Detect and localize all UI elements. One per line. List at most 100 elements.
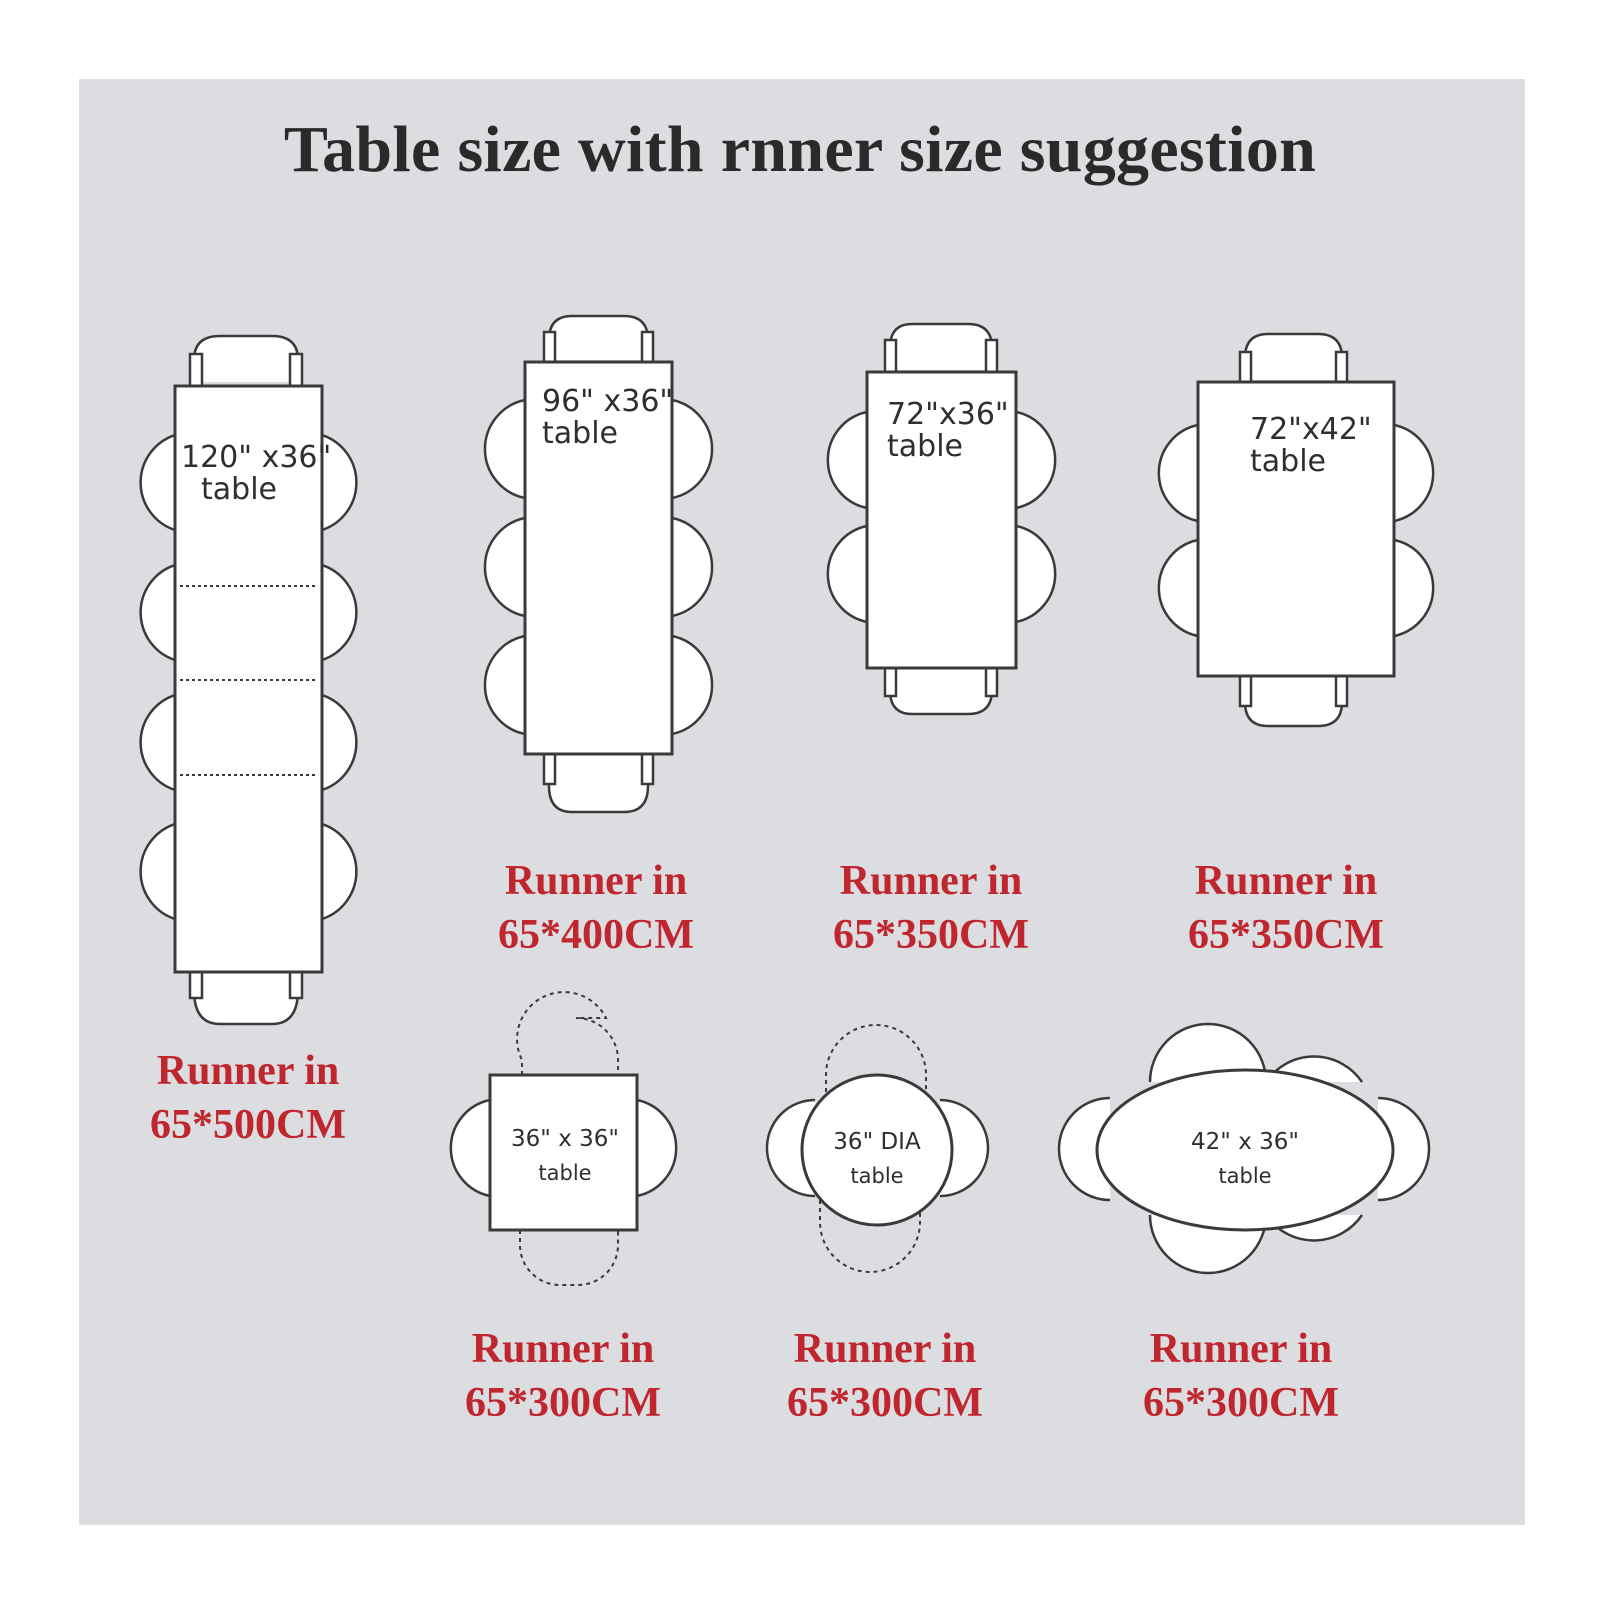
table-top bbox=[1095, 1068, 1395, 1232]
table-label-size: 36" DIA bbox=[833, 1129, 921, 1155]
chair bbox=[139, 693, 176, 792]
runner-heading: Runner in bbox=[839, 858, 1023, 904]
runner-heading: Runner in bbox=[156, 1048, 340, 1094]
chair bbox=[1393, 423, 1435, 523]
chair bbox=[1015, 524, 1057, 624]
chair-leg bbox=[883, 664, 898, 698]
chair bbox=[888, 668, 994, 716]
chair-dashed bbox=[819, 1200, 921, 1273]
table-label-word: table bbox=[850, 1163, 904, 1188]
runner-size: 65*500CM bbox=[150, 1102, 346, 1148]
runner-size: 65*300CM bbox=[1143, 1380, 1339, 1426]
table-label: 36" x 36" table bbox=[500, 1127, 630, 1185]
chair-leg bbox=[640, 752, 655, 786]
chair bbox=[483, 634, 526, 736]
runner-heading: Runner in bbox=[1149, 1326, 1333, 1372]
table-36dia-diagram bbox=[765, 1024, 990, 1273]
chair-group bbox=[449, 991, 678, 1286]
runner-size: 65*300CM bbox=[465, 1380, 661, 1426]
chair bbox=[547, 314, 650, 360]
chair bbox=[483, 398, 526, 500]
runner-size: 65*300CM bbox=[787, 1380, 983, 1426]
runner-heading: Runner in bbox=[471, 1326, 655, 1372]
runner-heading: Runner in bbox=[1194, 858, 1378, 904]
chair bbox=[1015, 410, 1057, 510]
table-label: 72"x42" table bbox=[1250, 412, 1372, 480]
table-label-word: table bbox=[887, 429, 963, 465]
table-label-word: table bbox=[538, 1160, 592, 1185]
chair bbox=[671, 516, 714, 618]
table-label-size: 96" x36" bbox=[542, 384, 674, 419]
chair bbox=[321, 693, 358, 792]
chair-dashed bbox=[519, 1230, 619, 1286]
chair-leg bbox=[1238, 350, 1253, 384]
chair-leg bbox=[542, 752, 557, 786]
chair bbox=[1377, 1096, 1431, 1202]
chair bbox=[1148, 1022, 1268, 1083]
table-top bbox=[800, 1073, 954, 1227]
chair bbox=[671, 634, 714, 736]
page-title: Table size with rnner size suggestion bbox=[283, 113, 1317, 186]
runner-size: 65*350CM bbox=[833, 912, 1029, 958]
chair bbox=[321, 563, 358, 662]
chair bbox=[547, 754, 650, 814]
chair bbox=[321, 822, 358, 921]
table-label-size: 42" x 36" bbox=[1191, 1129, 1299, 1155]
table-label: 120" x36" table bbox=[181, 440, 332, 508]
runner-heading: Runner in bbox=[504, 858, 688, 904]
table-label-size: 72"x36" bbox=[887, 397, 1009, 432]
runner-suggestion: Runner in 65*500CM bbox=[48, 1044, 448, 1152]
runner-suggestion: Runner in 65*350CM bbox=[1086, 854, 1486, 962]
chair-dashed bbox=[825, 1024, 927, 1100]
table-72x42-diagram bbox=[1157, 332, 1435, 728]
chair bbox=[765, 1098, 816, 1198]
chair-leg bbox=[1334, 674, 1349, 708]
chair-group bbox=[1057, 1022, 1431, 1275]
table-72x36-diagram bbox=[826, 322, 1057, 716]
chair-leg bbox=[640, 330, 655, 364]
chair bbox=[139, 563, 176, 662]
chair bbox=[192, 970, 300, 1026]
runner-heading: Runner in bbox=[793, 1326, 977, 1372]
chair-leg bbox=[288, 352, 304, 388]
table-label-size: 120" x36" bbox=[181, 440, 332, 475]
table-label: 42" x 36" table bbox=[1180, 1130, 1310, 1188]
chair-group bbox=[483, 314, 714, 814]
runner-size: 65*350CM bbox=[1188, 912, 1384, 958]
chair bbox=[826, 410, 868, 510]
table-label-word: table bbox=[201, 472, 277, 508]
runner-suggestion: Runner in 65*300CM bbox=[1041, 1322, 1441, 1430]
chair-leg bbox=[1334, 350, 1349, 384]
chair-leg bbox=[542, 330, 557, 364]
table-label-word: table bbox=[542, 416, 618, 452]
chair bbox=[826, 524, 868, 624]
table-label-word: table bbox=[1218, 1163, 1272, 1188]
chair-group bbox=[826, 322, 1057, 716]
chair bbox=[483, 516, 526, 618]
table-120x36-diagram bbox=[139, 334, 358, 1026]
chair bbox=[636, 1098, 678, 1198]
chair-group bbox=[1157, 332, 1435, 728]
chair bbox=[139, 822, 176, 921]
chair bbox=[1243, 676, 1344, 728]
table-96x36-diagram bbox=[483, 314, 714, 814]
chair bbox=[939, 1098, 990, 1198]
chair-group bbox=[765, 1024, 990, 1273]
table-label-word: table bbox=[1250, 444, 1326, 480]
table-label-size: 72"x42" bbox=[1250, 412, 1372, 447]
chair bbox=[1157, 423, 1199, 523]
table-top bbox=[523, 360, 674, 756]
chair bbox=[192, 334, 300, 382]
runner-size: 65*400CM bbox=[498, 912, 694, 958]
chair-leg bbox=[984, 338, 999, 374]
table-top bbox=[488, 1073, 639, 1232]
table-42x36-diagram bbox=[1057, 1022, 1431, 1275]
chair-leg bbox=[883, 338, 898, 374]
chair bbox=[671, 398, 714, 500]
runner-suggestion: Runner in 65*300CM bbox=[363, 1322, 763, 1430]
chair bbox=[1393, 538, 1435, 638]
chair bbox=[139, 433, 176, 532]
chair-leg bbox=[188, 352, 204, 388]
chair-leg bbox=[1238, 674, 1253, 708]
